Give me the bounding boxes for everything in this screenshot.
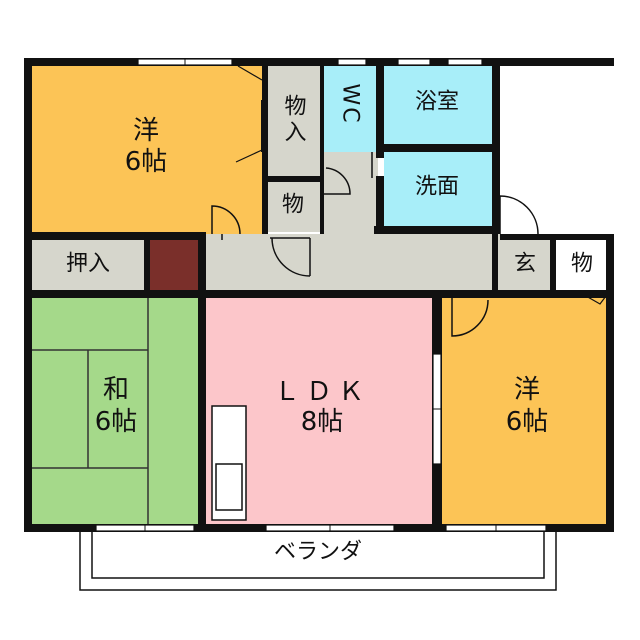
storage-entry-name: 物 <box>571 252 593 277</box>
wc-name: WC <box>338 83 363 124</box>
storage-mid-fill <box>268 182 320 232</box>
kitchen-counter <box>211 405 247 521</box>
western-room-nw-size: 6帖 <box>125 147 168 177</box>
japanese-room-name: 和 <box>103 375 129 405</box>
western-room-se-fill <box>442 296 608 524</box>
oshiire-name: 押入 <box>66 252 110 277</box>
oshiire-fill <box>32 240 144 290</box>
storage-mid-name: 物 <box>282 193 304 218</box>
wc-fill <box>324 66 376 152</box>
entrance-fill <box>498 240 552 290</box>
western-room-nw-name: 洋 <box>133 116 159 146</box>
ldk-size: 8帖 <box>301 407 344 437</box>
western-room-nw-fill <box>32 66 262 234</box>
closet-top-name: 物入 <box>281 94 307 146</box>
western-room-se-size: 6帖 <box>506 407 549 437</box>
entrance-name: 玄 <box>514 252 536 277</box>
japanese-room-size: 6帖 <box>95 407 138 437</box>
hall-fill <box>200 234 500 290</box>
bath-name: 浴室 <box>415 90 459 115</box>
bath-fill <box>384 66 492 144</box>
balcony <box>79 532 557 591</box>
closet-top-fill <box>268 66 320 178</box>
storage-entry-fill <box>556 240 608 290</box>
washroom-fill <box>384 152 492 234</box>
washroom-name: 洗面 <box>415 175 459 200</box>
ldk-name: ＬＤＫ <box>274 377 370 407</box>
window-sashes <box>144 59 497 531</box>
hall-fill-top <box>324 152 378 238</box>
closet-door-marks <box>235 65 607 305</box>
balcony-label: ベランダ <box>274 540 362 565</box>
western-room-se-name: 洋 <box>514 375 540 405</box>
japanese-room-fill <box>32 296 200 524</box>
tatami-lines <box>32 296 149 524</box>
dark-storage-fill <box>150 240 198 292</box>
doors <box>211 152 539 337</box>
